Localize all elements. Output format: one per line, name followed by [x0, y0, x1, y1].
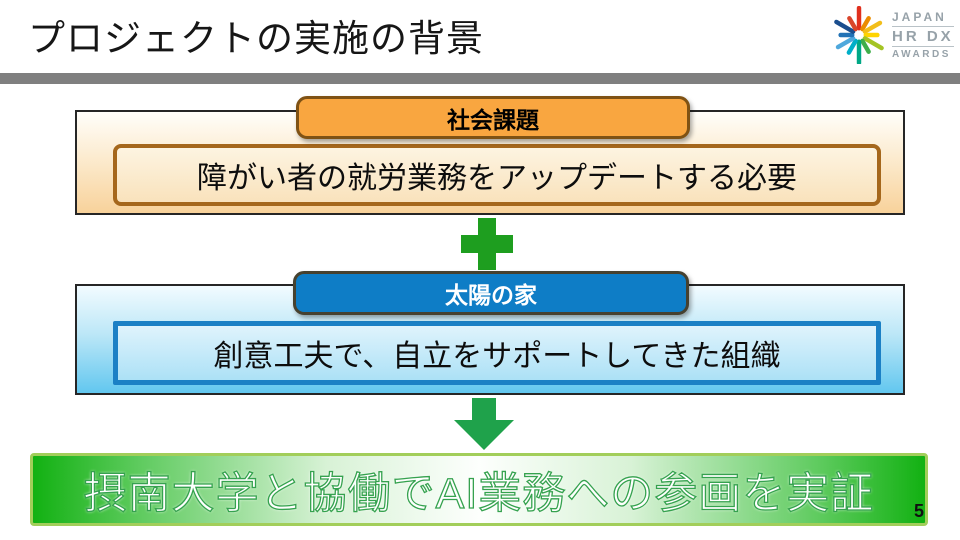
- page-number: 5: [914, 501, 925, 521]
- result-banner: 摂南大学と協働でAI業務への参画を実証: [30, 453, 928, 526]
- logo-text: JAPAN HR DX AWARDS: [892, 10, 954, 60]
- taiyo-label-text: 太陽の家: [445, 282, 537, 308]
- starburst-icon: [834, 6, 884, 64]
- japan-hr-dx-awards-logo: JAPAN HR DX AWARDS: [830, 5, 956, 65]
- plus-icon: [459, 216, 515, 272]
- down-arrow-icon: [454, 398, 514, 450]
- social-issue-statement-text: 障がい者の就労業務をアップデートする必要: [197, 162, 797, 195]
- logo-line-hrdx: HR DX: [892, 28, 954, 47]
- social-issue-label: 社会課題: [296, 96, 690, 139]
- social-issue-statement: 障がい者の就労業務をアップデートする必要: [113, 144, 881, 206]
- result-banner-text: 摂南大学と協働でAI業務への参画を実証: [83, 469, 875, 518]
- social-issue-label-text: 社会課題: [447, 106, 539, 133]
- taiyo-statement-text: 創意工夫で、自立をサポートしてきた組織: [213, 340, 781, 373]
- logo-line-japan: JAPAN: [892, 10, 954, 27]
- logo-line-awards: AWARDS: [892, 49, 951, 60]
- taiyo-label: 太陽の家: [293, 271, 689, 315]
- page-title: プロジェクトの実施の背景: [28, 18, 484, 59]
- title-divider: [0, 73, 960, 84]
- taiyo-statement: 創意工夫で、自立をサポートしてきた組織: [113, 321, 881, 385]
